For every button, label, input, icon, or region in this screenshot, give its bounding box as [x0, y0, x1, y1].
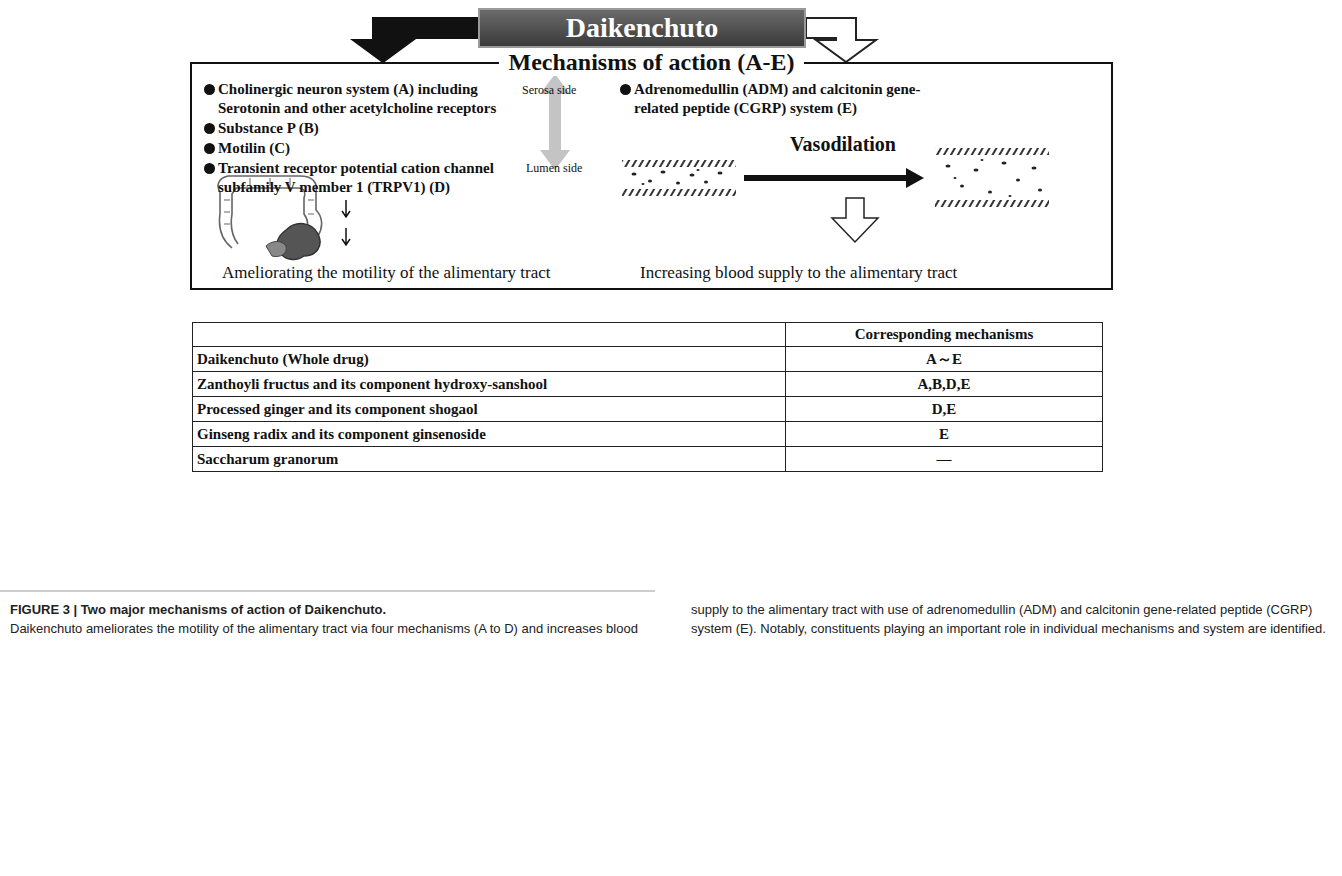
table-text: Ginseng radix and its component ginsenos…: [197, 426, 486, 442]
bullet-dot: [204, 84, 215, 95]
table-cell: Saccharum granorum: [192, 447, 786, 472]
table-text: Daikenchuto (Whole drug): [197, 351, 369, 367]
table-cell: Processed ginger and its component shoga…: [192, 397, 786, 422]
mechanism-label: Motilin (C): [218, 140, 290, 156]
box-heading: Mechanisms of action (A-E): [499, 48, 805, 76]
vasodilation-arrow: [744, 168, 924, 188]
table-frame: Corresponding mechanismsDaikenchuto (Who…: [192, 322, 1103, 472]
effect-label: Ameliorating the motility of the aliment…: [222, 263, 551, 282]
table-text: —: [937, 451, 952, 467]
table-cell: Ginseng radix and its component ginsenos…: [192, 422, 786, 447]
table-cell: Daikenchuto (Whole drug): [192, 347, 786, 372]
title-box: Daikenchuto: [478, 8, 806, 48]
table-text: Processed ginger and its component shoga…: [197, 401, 478, 417]
side-label: Serosa side: [522, 83, 576, 97]
bullet-dot: [204, 163, 215, 174]
mechanism-label-wrap: Cholinergic neuron system (A) including …: [204, 80, 533, 118]
black-block-arrow: [353, 18, 478, 62]
mechanism-label: Adrenomedullin (ADM) and calcitonin gene…: [634, 81, 920, 116]
wide-vessel: [935, 148, 1049, 207]
table-cell: A～E: [786, 347, 1103, 372]
outline-block-arrow: [806, 18, 876, 62]
table-cell: —: [786, 447, 1103, 472]
table-text: Saccharum granorum: [197, 451, 338, 467]
narrow-vessel: [622, 160, 736, 196]
bullet-dot: [620, 84, 631, 95]
bullet-dot: [204, 123, 215, 134]
effect-label-wrap: Ameliorating the motility of the aliment…: [222, 262, 551, 283]
mechanism-label: Substance P (B): [218, 120, 319, 136]
table-text: A～E: [926, 351, 962, 367]
table-cell: D,E: [786, 397, 1103, 422]
table-text: Zanthoyli fructus and its component hydr…: [197, 376, 547, 392]
mechanism-label: Transient receptor potential cation chan…: [218, 160, 494, 195]
process-label-wrap: Vasodilation: [790, 132, 896, 156]
effect-label: Increasing blood supply to the alimentar…: [640, 263, 957, 282]
table-cell: Corresponding mechanisms: [786, 322, 1103, 347]
mechanism-label-wrap: Motilin (C): [204, 139, 290, 158]
table-text: Corresponding mechanisms: [855, 326, 1034, 342]
effect-label-wrap: Increasing blood supply to the alimentar…: [640, 262, 957, 283]
side-label: Lumen side: [526, 161, 582, 175]
side-label-wrap: Lumen side: [526, 160, 582, 176]
bullet-dot: [204, 143, 215, 154]
rectum-mass: [266, 224, 320, 260]
down-arrows: [342, 200, 350, 245]
caption-rule: [0, 591, 655, 592]
title-text: Daikenchuto: [566, 12, 718, 44]
table-cell: E: [786, 422, 1103, 447]
figure-title: FIGURE 3 | Two major mechanisms of actio…: [10, 602, 386, 617]
mechanism-label: Cholinergic neuron system (A) including …: [218, 81, 496, 116]
side-label-wrap: Serosa side: [522, 82, 576, 98]
table-cell: Zanthoyli fructus and its component hydr…: [192, 372, 786, 397]
outline-down-arrow: [832, 198, 878, 242]
process-label: Vasodilation: [790, 133, 896, 155]
mechanism-label-wrap: Substance P (B): [204, 119, 319, 138]
table-text: E: [939, 426, 949, 442]
table-cell: A,B,D,E: [786, 372, 1103, 397]
table-text: A,B,D,E: [918, 376, 971, 392]
table-text: D,E: [932, 401, 957, 417]
mechanism-label-wrap: Transient receptor potential cation chan…: [204, 159, 533, 197]
table-cell: [192, 322, 786, 347]
caption-block: FIGURE 3 | Two major mechanisms of actio…: [10, 600, 1328, 660]
mechanism-label-wrap: Adrenomedullin (ADM) and calcitonin gene…: [620, 80, 964, 118]
